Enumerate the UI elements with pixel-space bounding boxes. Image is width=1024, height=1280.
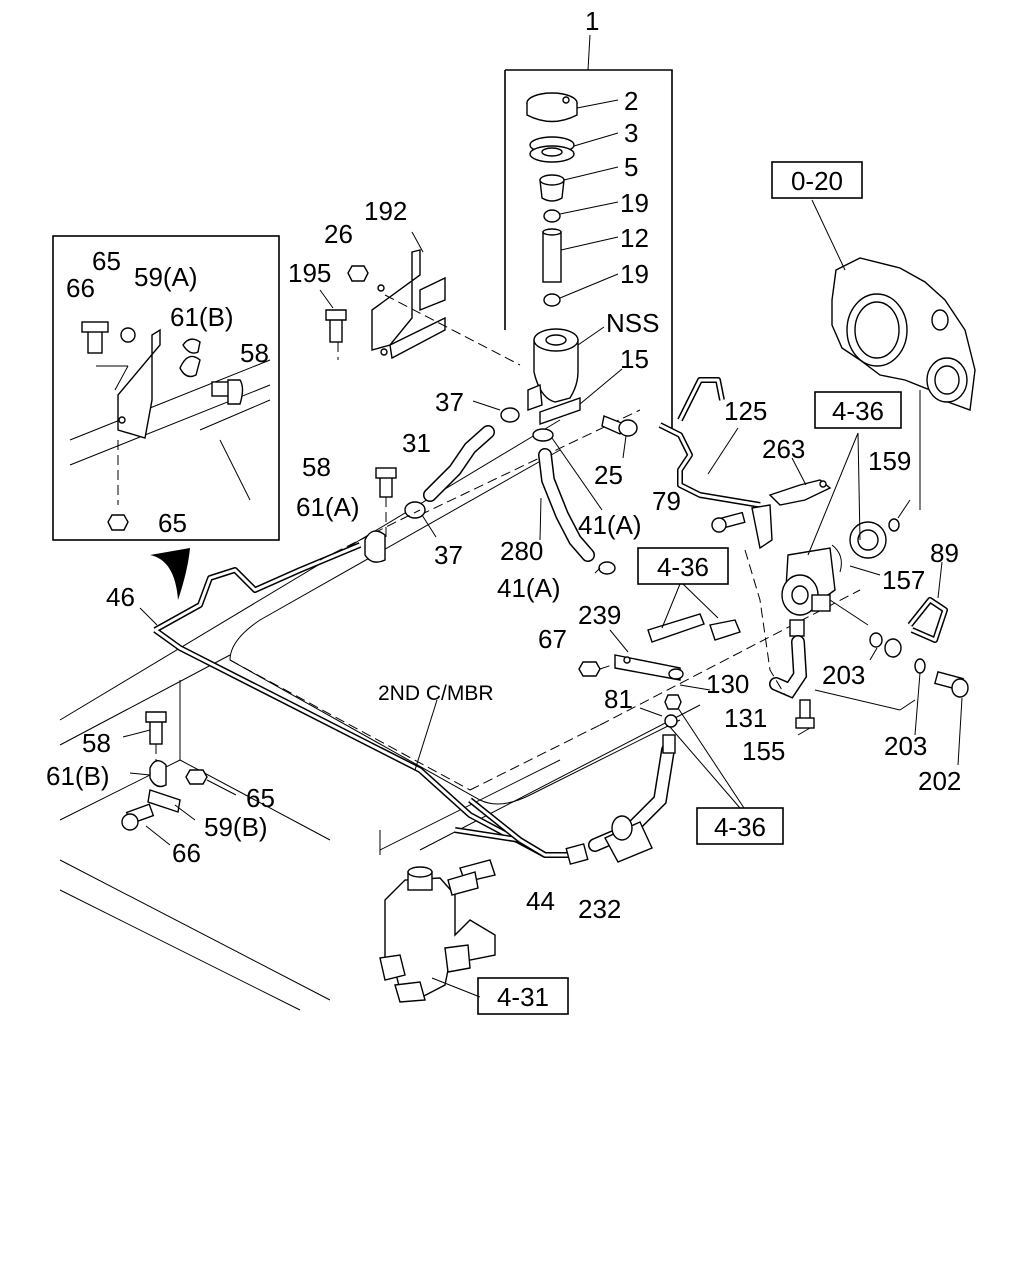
- bolt-202: [934, 670, 969, 766]
- clamp-37b: [404, 501, 437, 538]
- hose-232: [588, 734, 676, 863]
- callout-81: 81: [604, 684, 633, 714]
- callout-59b: 59(B): [204, 812, 268, 842]
- pipe-44: [454, 797, 589, 865]
- bolt-155: [795, 699, 815, 736]
- callout-labels: 1 2 3 5 19 12 19 NSS 15 192 26 195 37 31…: [46, 6, 961, 924]
- clip-assembly-b: [121, 711, 237, 846]
- ref-4-31-label: 4-31: [497, 982, 549, 1012]
- callout-5: 5: [624, 152, 638, 182]
- callout-1: 1: [585, 6, 599, 36]
- callout-41a-lower: 41(A): [497, 573, 561, 603]
- callout-41a-upper: 41(A): [578, 510, 642, 540]
- callout-19a: 19: [620, 188, 649, 218]
- bolt-4-36: [647, 583, 741, 643]
- ref-0-20: 0-20: [771, 161, 863, 199]
- callout-155: 155: [742, 736, 785, 766]
- callout-44: 44: [526, 886, 555, 916]
- callout-37a: 37: [435, 387, 464, 417]
- ref-4-36-bottom-label: 4-36: [714, 812, 766, 842]
- ref-4-36-mid: 4-36: [637, 547, 729, 585]
- oil-pump: [781, 547, 869, 637]
- callout-37b: 37: [434, 540, 463, 570]
- bracket-192-group: [319, 231, 521, 366]
- ref-4-36-mid-label: 4-36: [657, 552, 709, 582]
- callout-15: 15: [620, 344, 649, 374]
- callout-26: 26: [324, 219, 353, 249]
- ref-0-20-label: 0-20: [791, 166, 843, 196]
- cross-member-note: 2ND C/MBR: [378, 682, 494, 705]
- callout-195: 195: [288, 258, 331, 288]
- callout-46: 46: [106, 582, 135, 612]
- callout-31: 31: [402, 428, 431, 458]
- ref-4-31: 4-31: [477, 977, 569, 1015]
- callout-89: 89: [930, 538, 959, 568]
- callout-192: 192: [364, 196, 407, 226]
- reservoir-assembly: [526, 92, 638, 459]
- callout-232: 232: [578, 894, 621, 924]
- bracket-239: [578, 629, 684, 681]
- callout-202: 202: [918, 766, 961, 796]
- callout-263: 263: [762, 434, 805, 464]
- frame-lines: [59, 409, 861, 1011]
- callout-2: 2: [624, 86, 638, 116]
- washer-81: [639, 694, 745, 809]
- callout-nss: NSS: [606, 308, 659, 338]
- clamp-41a: [532, 428, 616, 575]
- inset-callout-65b: 65: [158, 508, 187, 538]
- washers-203: [869, 632, 926, 736]
- ref-4-36-top: 4-36: [814, 391, 902, 429]
- inset-callout-66: 66: [66, 273, 95, 303]
- callout-159: 159: [868, 446, 911, 476]
- callout-58b: 58: [82, 728, 111, 758]
- callout-19b: 19: [620, 259, 649, 289]
- pipe-46: [139, 509, 547, 858]
- reservoir-callout-box: [504, 69, 673, 430]
- inset-callout-61b: 61(B): [170, 302, 234, 332]
- bracket-263: [768, 457, 832, 506]
- cover-020: [811, 199, 976, 510]
- hose-280: [538, 448, 595, 562]
- hose-131: [744, 549, 808, 699]
- oring-157: [831, 544, 842, 573]
- callout-239: 239: [578, 600, 621, 630]
- inset-pointer: [150, 548, 190, 600]
- callout-130: 130: [706, 669, 749, 699]
- callout-65a: 65: [246, 783, 275, 813]
- callout-12: 12: [620, 223, 649, 253]
- steering-gear: [379, 859, 496, 1003]
- inset-drawing: [69, 321, 271, 531]
- callout-66a: 66: [172, 838, 201, 868]
- ref-4-36-bottom: 4-36: [696, 807, 784, 845]
- callout-67: 67: [538, 624, 567, 654]
- clamp-37a: [472, 400, 520, 423]
- callout-58a: 58: [302, 452, 331, 482]
- callout-61b: 61(B): [46, 761, 110, 791]
- hose-31: [423, 425, 495, 502]
- inset-box: [52, 235, 280, 541]
- callout-3: 3: [624, 118, 638, 148]
- inset-callout-59a: 59(A): [134, 262, 198, 292]
- bolt-79: [711, 504, 773, 550]
- inset-callout-58: 58: [240, 338, 269, 368]
- inset-callout-65: 65: [92, 246, 121, 276]
- callout-61a: 61(A): [296, 492, 360, 522]
- hose-89: [907, 561, 948, 643]
- callout-79: 79: [652, 486, 681, 516]
- clip-61a: [364, 467, 397, 563]
- callout-203b: 203: [884, 731, 927, 761]
- callout-203a: 203: [822, 660, 865, 690]
- callout-280: 280: [500, 536, 543, 566]
- callout-125: 125: [724, 396, 767, 426]
- callout-131: 131: [724, 703, 767, 733]
- pipe-125: [658, 377, 761, 508]
- callout-25: 25: [594, 460, 623, 490]
- gear-159: [849, 499, 911, 559]
- ref-4-36-top-label: 4-36: [832, 396, 884, 426]
- callout-157: 157: [882, 565, 925, 595]
